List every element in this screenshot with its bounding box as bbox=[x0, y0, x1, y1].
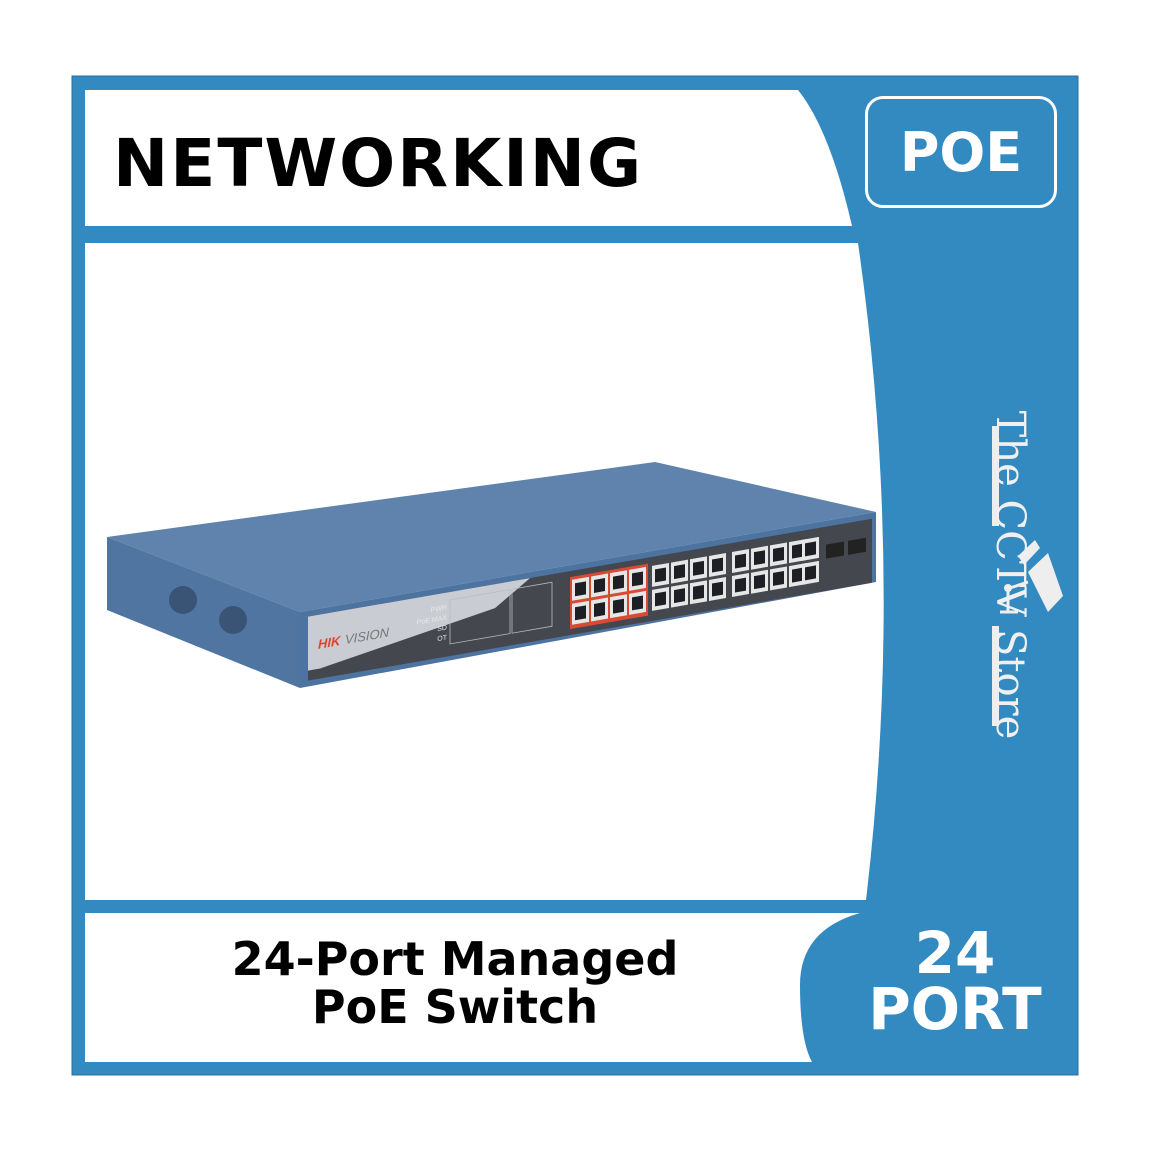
caption-line-1: 24-Port Managed bbox=[231, 932, 679, 986]
ethernet-port-socket bbox=[735, 577, 746, 593]
ethernet-port-socket bbox=[632, 595, 643, 611]
product-caption: 24-Port Managed PoE Switch bbox=[150, 935, 760, 1031]
uplink-port-socket bbox=[805, 541, 816, 557]
ethernet-port-socket bbox=[613, 574, 624, 590]
brand-logo: HIK bbox=[318, 633, 342, 652]
ethernet-port-socket bbox=[712, 557, 723, 573]
uplink-port-socket bbox=[805, 565, 816, 581]
ethernet-port-socket bbox=[693, 560, 704, 576]
ethernet-port-socket bbox=[712, 581, 723, 597]
ethernet-port-socket bbox=[754, 550, 765, 566]
poe-port-highlight bbox=[570, 563, 648, 630]
led-label-pwr: PWR bbox=[431, 605, 447, 615]
ethernet-port-socket bbox=[575, 581, 586, 597]
ethernet-port-socket bbox=[773, 546, 784, 562]
ethernet-port-socket bbox=[674, 588, 685, 604]
logo-line-top bbox=[992, 426, 999, 526]
led-label-sd: SD bbox=[437, 625, 447, 634]
ethernet-port-socket bbox=[575, 605, 586, 621]
sfp-slot bbox=[848, 537, 866, 555]
header-panel bbox=[85, 90, 852, 226]
port-count: 24 bbox=[914, 919, 996, 987]
ethernet-port-socket bbox=[773, 570, 784, 586]
ethernet-port-socket bbox=[735, 553, 746, 569]
sfp-slot bbox=[826, 541, 844, 559]
fan-vent bbox=[219, 606, 247, 634]
ethernet-port-socket bbox=[792, 567, 803, 583]
ethernet-port-socket bbox=[632, 571, 643, 587]
caption-panel bbox=[85, 913, 860, 1062]
fan-vent bbox=[169, 586, 197, 614]
caption-line-2: PoE Switch bbox=[311, 980, 599, 1034]
ethernet-port-socket bbox=[613, 598, 624, 614]
ethernet-port-socket bbox=[674, 564, 685, 580]
page-title: NETWORKING bbox=[113, 125, 644, 202]
store-name: The CCTV Store bbox=[987, 410, 1033, 740]
ethernet-port-socket bbox=[594, 578, 605, 593]
poe-badge: POE bbox=[865, 96, 1057, 208]
ethernet-port-socket bbox=[693, 584, 704, 600]
port-unit: PORT bbox=[868, 975, 1042, 1043]
cctv-camera-icon bbox=[1000, 540, 1063, 614]
logo-line-bottom bbox=[992, 626, 999, 726]
poe-switch-image: HIK VISION PWR PoE MAX SD OT bbox=[107, 462, 876, 688]
ethernet-port-socket bbox=[792, 543, 803, 559]
ethernet-port-socket bbox=[655, 567, 666, 583]
port-count-badge: 24 PORT bbox=[840, 919, 1070, 1043]
ethernet-port-socket bbox=[594, 602, 605, 617]
ethernet-port-socket bbox=[754, 574, 765, 590]
ethernet-port-socket bbox=[655, 591, 666, 607]
led-label-ot: OT bbox=[437, 634, 447, 643]
